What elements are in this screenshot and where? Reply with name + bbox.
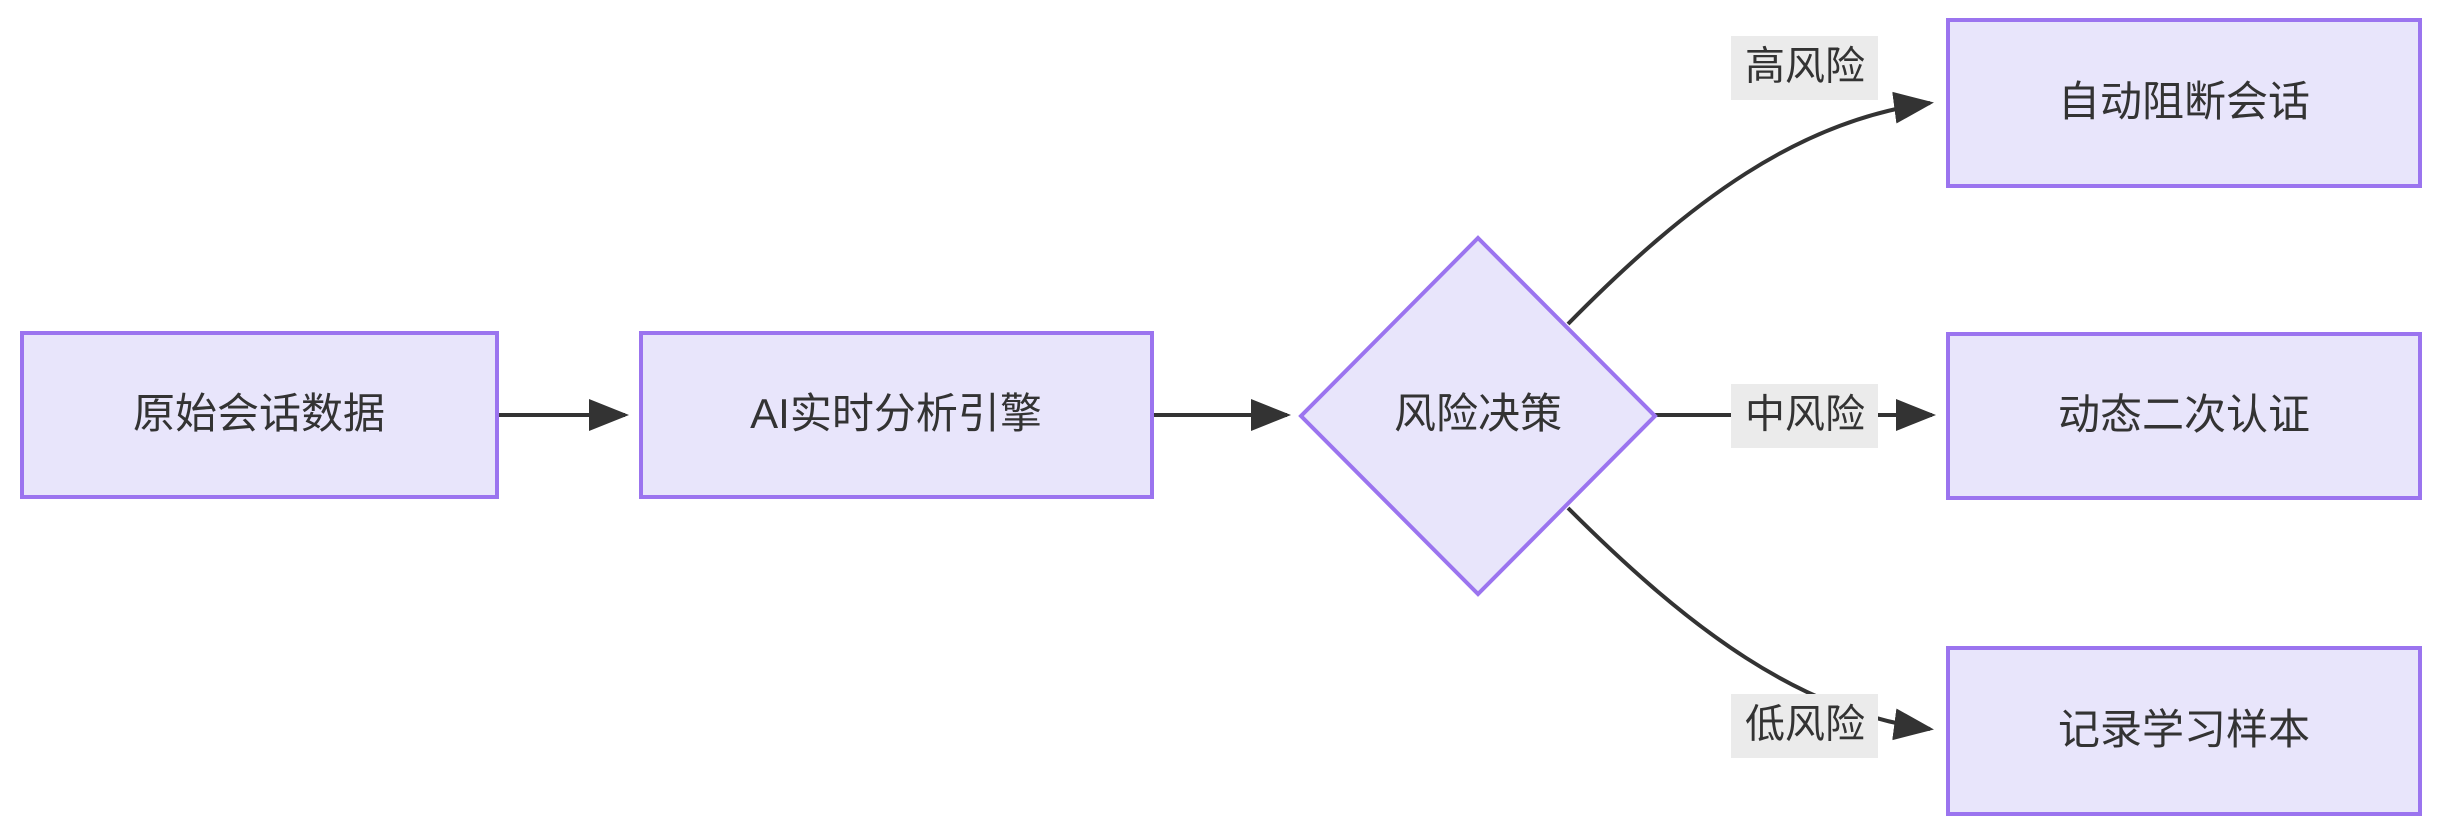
edge-labels-layer: 高风险 中风险 低风险 bbox=[1731, 36, 1878, 758]
node-dynamic-auth-label: 动态二次认证 bbox=[2058, 391, 2310, 438]
node-risk-decision-label: 风险决策 bbox=[1394, 390, 1562, 437]
node-auto-block-shape[interactable] bbox=[1946, 18, 2422, 188]
node-ai-engine-label: AI实时分析引擎 bbox=[750, 390, 1042, 437]
node-record-sample-shape[interactable] bbox=[1946, 646, 2422, 816]
node-dynamic-auth-shape[interactable] bbox=[1946, 332, 2422, 500]
edge-label-high-risk: 高风险 bbox=[1731, 36, 1878, 100]
node-raw-data-label: 原始会话数据 bbox=[133, 390, 385, 437]
node-raw-data-shape[interactable] bbox=[20, 331, 499, 499]
node-ai-engine-shape[interactable] bbox=[639, 331, 1154, 499]
edge-risk-decision-to-record-sample bbox=[1566, 506, 1934, 741]
node-auto-block-label: 自动阻断会话 bbox=[2058, 78, 2310, 125]
node-raw-data[interactable]: 原始会话数据 bbox=[20, 331, 499, 499]
node-ai-engine[interactable]: AI实时分析引擎 bbox=[639, 331, 1154, 499]
edge-label-low-risk-bg bbox=[1731, 694, 1878, 758]
edge-label-low-risk: 低风险 bbox=[1731, 694, 1878, 758]
edge-label-medium-risk-text: 中风险 bbox=[1745, 393, 1865, 437]
edge-label-medium-risk-bg bbox=[1731, 384, 1878, 448]
node-risk-decision-shape[interactable] bbox=[1298, 235, 1658, 597]
node-record-sample[interactable]: 记录学习样本 bbox=[1946, 646, 2422, 816]
edge-label-high-risk-text: 高风险 bbox=[1745, 45, 1865, 89]
edge-label-medium-risk: 中风险 bbox=[1731, 384, 1878, 448]
node-risk-decision[interactable]: 风险决策 bbox=[1298, 235, 1658, 597]
node-record-sample-label: 记录学习样本 bbox=[2058, 706, 2310, 753]
edge-label-low-risk-text: 低风险 bbox=[1745, 703, 1865, 747]
node-dynamic-auth[interactable]: 动态二次认证 bbox=[1946, 332, 2422, 500]
edge-risk-decision-to-auto-block bbox=[1566, 91, 1934, 326]
nodes-layer: 原始会话数据 AI实时分析引擎 风险决策 自动阻断会话 动态二次认证 bbox=[20, 18, 2422, 816]
node-auto-block[interactable]: 自动阻断会话 bbox=[1946, 18, 2422, 188]
edge-label-high-risk-bg bbox=[1731, 36, 1878, 100]
